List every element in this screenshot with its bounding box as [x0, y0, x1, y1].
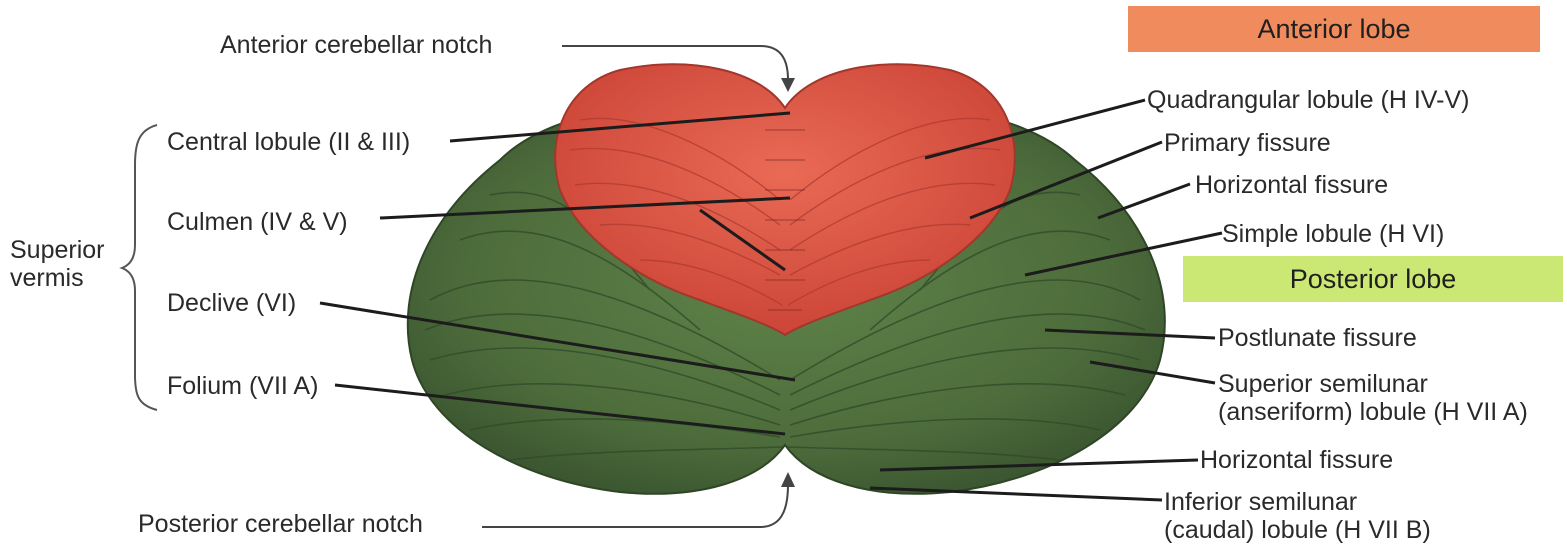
label-horizontal-fissure-lower: Horizontal fissure: [1200, 446, 1393, 474]
superior-vermis-label: Superior vermis: [10, 236, 105, 292]
label-anterior-notch: Anterior cerebellar notch: [220, 31, 492, 59]
label-primary-fissure: Primary fissure: [1164, 129, 1331, 157]
label-declive: Declive (VI): [167, 289, 296, 317]
label-inferior-semilunar-2: (caudal) lobule (H VII B): [1164, 516, 1431, 544]
label-quadrangular-lobule: Quadrangular lobule (H IV-V): [1147, 86, 1469, 114]
label-folium: Folium (VII A): [167, 372, 318, 400]
anterior-notch-arrowhead: [781, 78, 795, 92]
label-inferior-semilunar-1: Inferior semilunar: [1164, 488, 1357, 516]
label-superior-semilunar-1: Superior semilunar: [1218, 370, 1428, 398]
label-superior-semilunar-2: (anseriform) lobule (H VII A): [1218, 398, 1528, 426]
label-horizontal-fissure-upper: Horizontal fissure: [1195, 171, 1388, 199]
superior-vermis-line1: Superior: [10, 236, 105, 264]
label-simple-lobule: Simple lobule (H VI): [1222, 220, 1444, 248]
posterior-lobe-band: Posterior lobe: [1183, 256, 1563, 302]
label-postlunate-fissure: Postlunate fissure: [1218, 324, 1417, 352]
superior-vermis-bracket: [122, 125, 157, 410]
superior-vermis-line2: vermis: [10, 264, 105, 292]
label-posterior-notch: Posterior cerebellar notch: [138, 510, 423, 538]
anterior-lobe-band: Anterior lobe: [1128, 6, 1540, 52]
label-culmen: Culmen (IV & V): [167, 208, 348, 236]
posterior-notch-arrowhead: [781, 472, 795, 487]
label-central-lobule: Central lobule (II & III): [167, 128, 410, 156]
